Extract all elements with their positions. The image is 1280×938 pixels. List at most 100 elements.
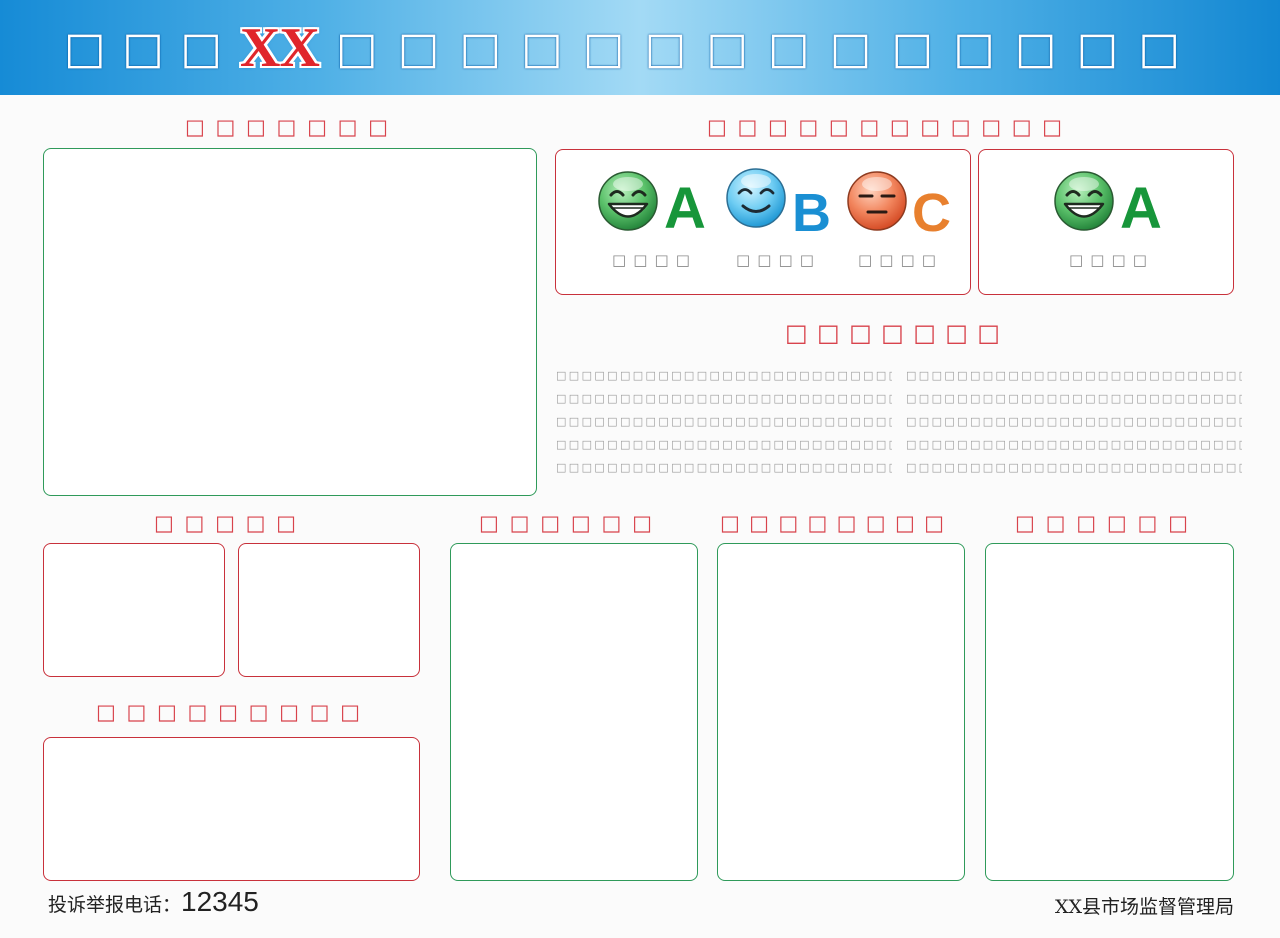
heading-glyph: □ <box>785 320 808 346</box>
title-suffix: □ □ □ □ □ □ □ □ □ □ □ □ □ □ <box>336 22 1180 76</box>
heading-glyph: □ <box>894 511 915 535</box>
label-glyph: □ <box>921 251 936 269</box>
heading-glyph: □ <box>707 115 727 139</box>
heading-glyph: □ <box>737 115 758 139</box>
label-glyph: □ <box>799 251 814 269</box>
intro-heading: □ □ □ □ □ □ □ <box>785 320 1000 346</box>
heading-glyph: □ <box>570 511 591 535</box>
photo-panel[interactable] <box>43 148 537 496</box>
heading-glyph: □ <box>245 511 266 535</box>
heading-glyph: □ <box>913 320 936 346</box>
heading-glyph: □ <box>889 115 910 139</box>
heading-glyph: □ <box>601 511 622 535</box>
heading-glyph: □ <box>1011 115 1032 139</box>
heading-glyph: □ <box>184 511 205 535</box>
hotline-label: 投诉举报电话： <box>48 894 182 916</box>
current-rating-panel <box>978 149 1234 295</box>
heading-glyph: □ <box>807 511 828 535</box>
title-glyph: □ <box>397 23 440 74</box>
heading-glyph: □ <box>836 511 857 535</box>
rating-panel-heading: □ □ □ □ □ □ □ □ □ □ □ □ <box>707 114 1062 140</box>
heading-glyph: □ <box>632 511 652 535</box>
title-glyph: □ <box>521 23 563 74</box>
photo-slot-1[interactable] <box>43 543 225 677</box>
heading-glyph: □ <box>924 511 944 535</box>
heading-glyph: □ <box>540 511 561 535</box>
label-glyph: □ <box>675 251 690 269</box>
title-glyph: □ <box>891 23 934 74</box>
intro-text-left: □□□□□□□□□□□□□□□□□□□□□□□□□□□□□ □□□□□□□□□□… <box>556 364 892 479</box>
heading-glyph: □ <box>185 115 205 139</box>
heading-glyph: □ <box>218 700 238 724</box>
heading-glyph: □ <box>720 511 740 535</box>
text-line: □□□□□□□□□□□□□□□□□□□□□□□□□□□□□ <box>906 415 1242 428</box>
heading-glyph: □ <box>96 700 116 724</box>
text-line: □□□□□□□□□□□□□□□□□□□□□□□□□□□□□□ <box>556 392 892 405</box>
heading-glyph: □ <box>950 115 971 139</box>
label-glyph: □ <box>1069 251 1084 269</box>
title-glyph: □ <box>459 23 502 74</box>
heading-glyph: □ <box>981 115 1002 139</box>
heading-glyph: □ <box>126 700 147 724</box>
label-glyph: □ <box>1090 251 1105 269</box>
label-glyph: □ <box>778 251 793 269</box>
neutral-face-icon <box>847 171 907 231</box>
label-glyph: □ <box>654 251 669 269</box>
heading-glyph: □ <box>337 115 358 139</box>
photo-panel-heading: □ □ □ □ □ □ □ <box>185 114 388 140</box>
title-mark: XX <box>240 17 320 79</box>
grade-letter: A <box>664 176 706 241</box>
panel-d[interactable] <box>985 543 1234 881</box>
title-glyph: □ <box>768 23 810 74</box>
heading-glyph: □ <box>865 511 886 535</box>
heading-glyph: □ <box>154 511 174 535</box>
label-glyph: □ <box>736 251 751 269</box>
heading-glyph: □ <box>798 115 819 139</box>
label-glyph: □ <box>1111 251 1126 269</box>
title-glyph: □ <box>829 23 872 74</box>
heading-glyph: □ <box>215 115 236 139</box>
heading-glyph: □ <box>945 320 968 346</box>
notice-panel[interactable] <box>43 737 420 881</box>
heading-glyph: □ <box>828 115 849 139</box>
title-glyph: □ <box>1014 23 1057 74</box>
label-glyph: □ <box>879 251 894 269</box>
heading-glyph: □ <box>368 115 388 139</box>
heading-glyph: □ <box>1168 511 1188 535</box>
heading-glyph: □ <box>157 700 177 724</box>
heading-glyph: □ <box>248 700 269 724</box>
heading-glyph: □ <box>767 115 788 139</box>
heading-glyph: □ <box>279 700 299 724</box>
grade-letter: B <box>792 183 831 243</box>
title-glyph: □ <box>706 23 748 74</box>
heading-glyph: □ <box>215 511 235 535</box>
heading-glyph: □ <box>749 511 769 535</box>
grin-face-icon <box>598 171 658 231</box>
label-glyph: □ <box>633 251 648 269</box>
heading-glyph: □ <box>920 115 941 139</box>
heading-glyph: □ <box>849 320 872 346</box>
text-line: □□□□□□□□□□□□□□□□□□□□□□□□□□□□□ <box>556 369 892 382</box>
current-grade-letter: A <box>1120 176 1162 241</box>
heading-glyph: □ <box>307 115 327 139</box>
text-line: □□□□□□□□□□□□□□□□□□□□□□□□□□□□□□ <box>556 438 892 451</box>
text-line: □□□□□□□□□□□□□□□□□□□□□□□□□□□□□□ <box>906 392 1242 405</box>
panel-b[interactable] <box>450 543 698 881</box>
title-glyph: □ <box>953 23 995 74</box>
hotline-number: 12345 <box>181 886 259 917</box>
notice-heading: □ □ □ □ □ □ □ □ □ <box>96 699 360 725</box>
heading-glyph: □ <box>246 115 266 139</box>
panel-c[interactable] <box>717 543 965 881</box>
heading-glyph: □ <box>1137 511 1158 535</box>
title-glyph: □ <box>64 23 106 74</box>
heading-glyph: □ <box>1045 511 1066 535</box>
photo-slot-2[interactable] <box>238 543 420 677</box>
header-banner: □ □ □ XX □ □ □ □ □ □ □ □ □ □ □ □ □ □ <box>0 0 1280 95</box>
smile-face-icon <box>726 168 786 228</box>
label-glyph: □ <box>900 251 915 269</box>
panel-c-heading: □ □ □ □ □ □ □ □ <box>720 510 944 536</box>
heading-glyph: □ <box>1042 115 1062 139</box>
title-prefix: □ □ □ <box>64 22 222 76</box>
title-glyph: □ <box>1076 23 1119 74</box>
